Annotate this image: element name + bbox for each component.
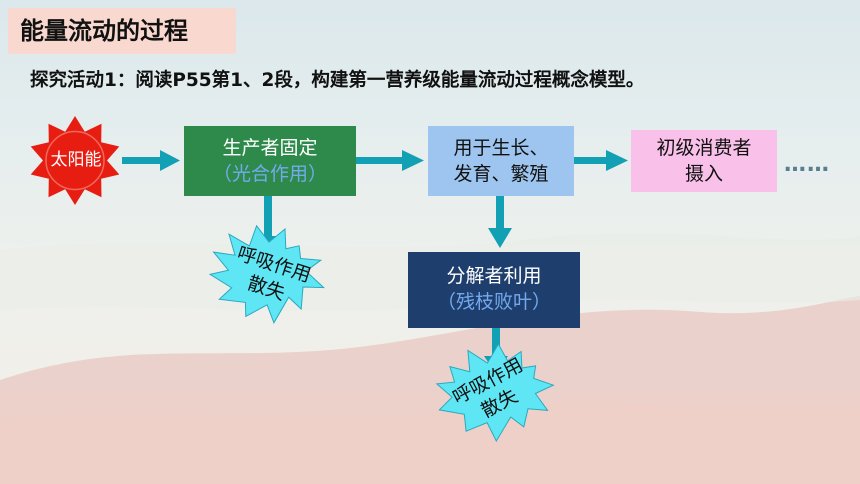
consumer-label-2: 摄入: [684, 163, 723, 185]
producer-sublabel: （光合作用）: [212, 163, 327, 185]
arrow-growth-to-decomposer: [488, 196, 512, 248]
page-title: 能量流动的过程: [8, 8, 236, 54]
continuation-dots: ……: [784, 152, 830, 177]
decomposer-sublabel: （残枝败叶）: [436, 291, 551, 313]
growth-label-1: 用于生长、: [453, 137, 549, 159]
decomposer-box: 分解者利用 （残枝败叶）: [408, 252, 580, 328]
arrow-growth-to-consumer: [574, 150, 628, 171]
consumer-box: 初级消费者 摄入: [631, 130, 777, 192]
arrow-sun-to-producer: [122, 150, 180, 171]
sun-label: 太阳能: [50, 150, 102, 170]
starburst-respiration-2: [435, 343, 555, 443]
starburst-respiration-1: [208, 224, 326, 324]
producer-label: 生产者固定: [222, 137, 318, 159]
producer-box: 生产者固定 （光合作用）: [184, 126, 356, 196]
decorative-red-wash-light: [0, 402, 860, 484]
sun-icon: [30, 116, 120, 205]
activity-instruction: 探究活动1：阅读P55第1、2段，构建第一营养级能量流动过程概念模型。: [30, 70, 645, 91]
arrow-producer-to-growth: [356, 150, 424, 171]
consumer-label-1: 初级消费者: [656, 137, 752, 159]
growth-label-2: 发育、繁殖: [453, 163, 549, 185]
decomposer-label: 分解者利用: [446, 265, 542, 287]
growth-box: 用于生长、 发育、繁殖: [428, 126, 574, 196]
